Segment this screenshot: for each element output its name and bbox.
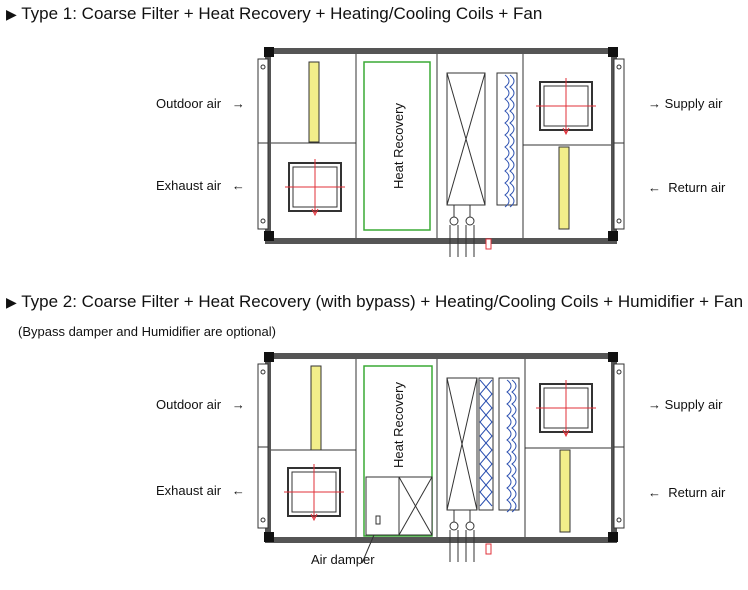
- heat-recovery-box: [363, 61, 431, 231]
- arrow-left-icon: ←: [648, 180, 661, 195]
- exhaust-fan-icon: [284, 464, 344, 522]
- arrow-left-icon: ←: [231, 178, 245, 193]
- arrow-left-icon: ←: [231, 483, 245, 498]
- heat-recovery-text: Heat Recovery: [391, 382, 406, 468]
- type1-exhaust-air-label: Exhaust air ←: [156, 178, 245, 193]
- bypass-damper-icon: [365, 476, 433, 536]
- type2-return-air-label: ← Return air: [648, 485, 726, 500]
- arrow-right-icon: →: [231, 96, 245, 111]
- humidifier-icon: [478, 377, 494, 511]
- coarse-filter-return: [558, 146, 570, 230]
- arrow-right-icon: →: [648, 96, 661, 111]
- type1-heading: ▶ Type 1: Coarse Filter + Heat Recovery …: [6, 4, 542, 24]
- coarse-filter-return: [559, 449, 571, 533]
- wave-coil-icon: [498, 377, 520, 513]
- air-damper-label: Air damper: [311, 552, 375, 567]
- heating-cooling-coil-icon: [446, 72, 486, 257]
- arrow-right-icon: →: [648, 397, 661, 412]
- type2-note: (Bypass damper and Humidifier are option…: [18, 324, 276, 339]
- type2-supply-air-label: → Supply air: [648, 397, 723, 412]
- wave-coil-icon: [496, 72, 518, 208]
- arrow-left-icon: ←: [648, 485, 661, 500]
- type2-heading: ▶ Type 2: Coarse Filter + Heat Recovery …: [6, 292, 743, 312]
- type2-heading-text: Type 2: Coarse Filter + Heat Recovery (w…: [21, 292, 744, 311]
- type2-outdoor-air-label: Outdoor air →: [156, 397, 245, 412]
- type2-ahu-diagram: Heat Recovery: [0, 350, 748, 590]
- triangle-marker-icon: ▶: [6, 294, 17, 310]
- type2-exhaust-air-label: Exhaust air ←: [156, 483, 245, 498]
- type1-outdoor-air-label: Outdoor air →: [156, 96, 245, 111]
- type1-supply-air-label: → Supply air: [648, 96, 723, 111]
- arrow-right-icon: →: [231, 397, 245, 412]
- exhaust-fan-icon: [285, 159, 345, 217]
- type1-ahu-diagram: Heat Recovery: [0, 45, 748, 285]
- supply-fan-icon: [536, 78, 596, 136]
- supply-fan-icon: [536, 380, 596, 438]
- heat-recovery-text: Heat Recovery: [391, 103, 406, 189]
- triangle-marker-icon: ▶: [6, 6, 17, 22]
- coarse-filter-outdoor: [308, 61, 320, 143]
- type1-return-air-label: ← Return air: [648, 180, 726, 195]
- coarse-filter-outdoor: [310, 365, 322, 451]
- type1-heading-text: Type 1: Coarse Filter + Heat Recovery + …: [21, 4, 543, 23]
- heating-cooling-coil-icon: [446, 377, 478, 562]
